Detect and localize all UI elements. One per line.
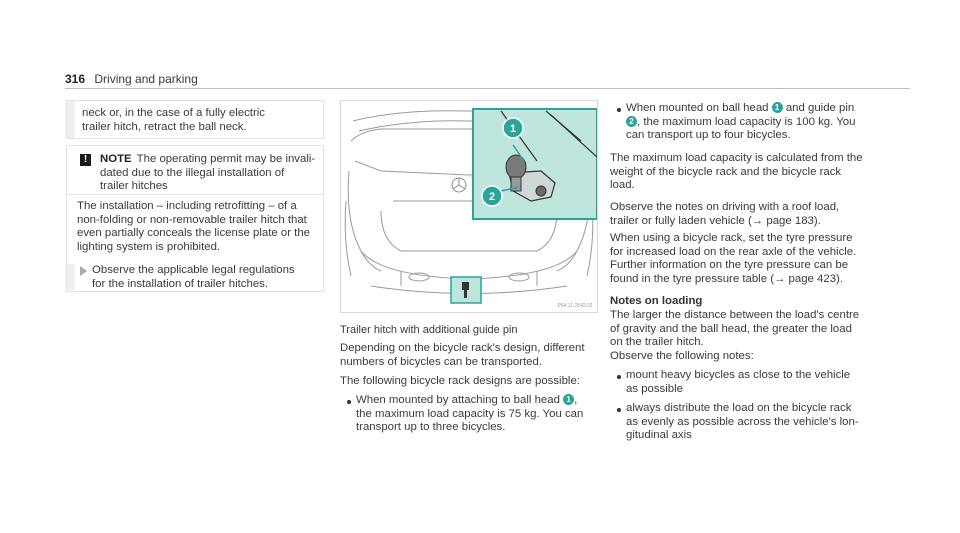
text-line: , the maximum load capacity is 100 kg. Y…	[637, 115, 856, 128]
callout-2-marker	[481, 185, 503, 207]
section-heading: Notes on loading	[610, 295, 703, 307]
continued-instruction-text: neck or, in the case of a fully electric…	[82, 107, 318, 134]
text-line: The operating permit may be invali-	[136, 153, 316, 165]
bullet-icon	[617, 108, 621, 112]
text-line: mount heavy bicycles as close to the veh…	[626, 369, 851, 381]
car-rear-drawing: 1 2 P54.11-2542-31	[344, 108, 597, 309]
text-line: the maximum load capacity is 75 kg. You …	[356, 407, 584, 420]
figure-watermark: P54.11-2542-31	[558, 303, 594, 309]
action-text: Observe the applicable legal regulations…	[92, 264, 320, 291]
paragraph: Depending on the bicycle rack's design, …	[340, 342, 598, 369]
paragraph: Observe the following notes:	[610, 350, 754, 362]
page-link-text[interactable]: found in the tyre pressure table (→ page…	[610, 272, 844, 285]
text-line: of gravity and the ball head, the greate…	[610, 322, 852, 335]
text-line: Depending on the bicycle rack's design, …	[340, 342, 585, 354]
text-line: even partially conceals the license plat…	[77, 227, 311, 240]
figure-caption: Trailer hitch with additional guide pin	[340, 324, 518, 336]
text-line: on the trailer hitch.	[610, 336, 704, 349]
note-box: ! NOTE The operating permit may be invali…	[66, 145, 324, 292]
note-header: ! NOTE The operating permit may be invali…	[67, 146, 323, 195]
page-number: 316	[65, 72, 86, 86]
text-line: non-folding or non-removable trailer hit…	[77, 213, 307, 226]
continued-instruction-box: neck or, in the case of a fully electric…	[66, 100, 324, 139]
trailer-hitch-illustration: 1 2 P54.11-2542-31	[340, 100, 598, 313]
section-title: Driving and parking	[94, 72, 198, 86]
paragraph: The larger the distance between the load…	[610, 309, 872, 350]
text-line: When mounted on ball head	[626, 102, 769, 114]
text-line: trailer hitches	[100, 180, 168, 193]
text-line: When using a bicycle rack, set the tyre …	[610, 232, 853, 244]
callout-1-icon: 1	[771, 102, 783, 113]
text-line: always distribute the load on the bicycl…	[626, 402, 852, 414]
callout-1-label: 1	[510, 123, 516, 135]
warning-exclamation-icon: !	[80, 154, 91, 166]
text-line: Further information on the tyre pressure…	[610, 259, 849, 272]
callout-1-marker	[502, 117, 524, 139]
text-line: as evenly as possible across the vehicle…	[626, 415, 859, 428]
text-line: The following bicycle rack designs are p…	[340, 375, 580, 387]
text-line: can transport up to four bicycles.	[626, 129, 791, 142]
paragraph: The maximum load capacity is calculated …	[610, 152, 872, 193]
text-line: When mounted by attaching to ball head	[356, 394, 560, 406]
paragraph: The following bicycle rack designs are p…	[340, 375, 598, 389]
page-header: 316 Driving and parking	[65, 72, 198, 86]
text-line: and guide pin	[785, 102, 855, 114]
text-line: weight of the bicycle rack and the bicyc…	[610, 165, 842, 178]
text-line: for the installation of trailer hitches.	[92, 277, 269, 290]
box-strip	[67, 264, 75, 290]
text-line: lighting system is prohibited.	[77, 240, 221, 253]
page-link-text[interactable]: trailer or fully laden vehicle (→ page 1…	[610, 214, 821, 227]
text-line: Observe the applicable legal regulations	[92, 264, 295, 276]
note-paragraph: The installation – including retrofittin…	[77, 200, 317, 254]
note-label: NOTE	[100, 153, 132, 165]
text-line: transport up to three bicycles.	[356, 421, 506, 434]
action-arrow-icon	[80, 266, 87, 276]
text-line: for increased load on the rear axle of t…	[610, 245, 857, 258]
text-line: ,	[574, 394, 578, 406]
box-strip	[67, 101, 75, 138]
header-divider	[65, 88, 910, 89]
paragraph: When using a bicycle rack, set the tyre …	[610, 232, 872, 286]
text-line: gitudinal axis	[626, 429, 692, 442]
callout-1-icon: 1	[563, 394, 575, 405]
text-line: The maximum load capacity is calculated …	[610, 152, 863, 164]
text-line: numbers of bicycles can be transported.	[340, 355, 542, 368]
bullet-icon	[347, 400, 351, 404]
text-line: dated due to the illegal installation of	[100, 166, 285, 179]
text-line: neck or, in the case of a fully electric	[82, 107, 265, 119]
text-line: load.	[610, 179, 635, 192]
text-line: trailer hitch, retract the ball neck.	[82, 120, 247, 133]
text-line: The installation – including retrofittin…	[77, 200, 297, 212]
callout-2-label: 2	[489, 191, 495, 203]
bullet-icon	[617, 408, 621, 412]
paragraph: Observe the notes on driving with a roof…	[610, 201, 872, 228]
bullet-icon	[617, 375, 621, 379]
callout-2-icon: 2	[626, 115, 637, 127]
text-line: Observe the notes on driving with a roof…	[610, 201, 840, 213]
text-line: The larger the distance between the load…	[610, 309, 860, 321]
text-line: as possible	[626, 382, 683, 395]
